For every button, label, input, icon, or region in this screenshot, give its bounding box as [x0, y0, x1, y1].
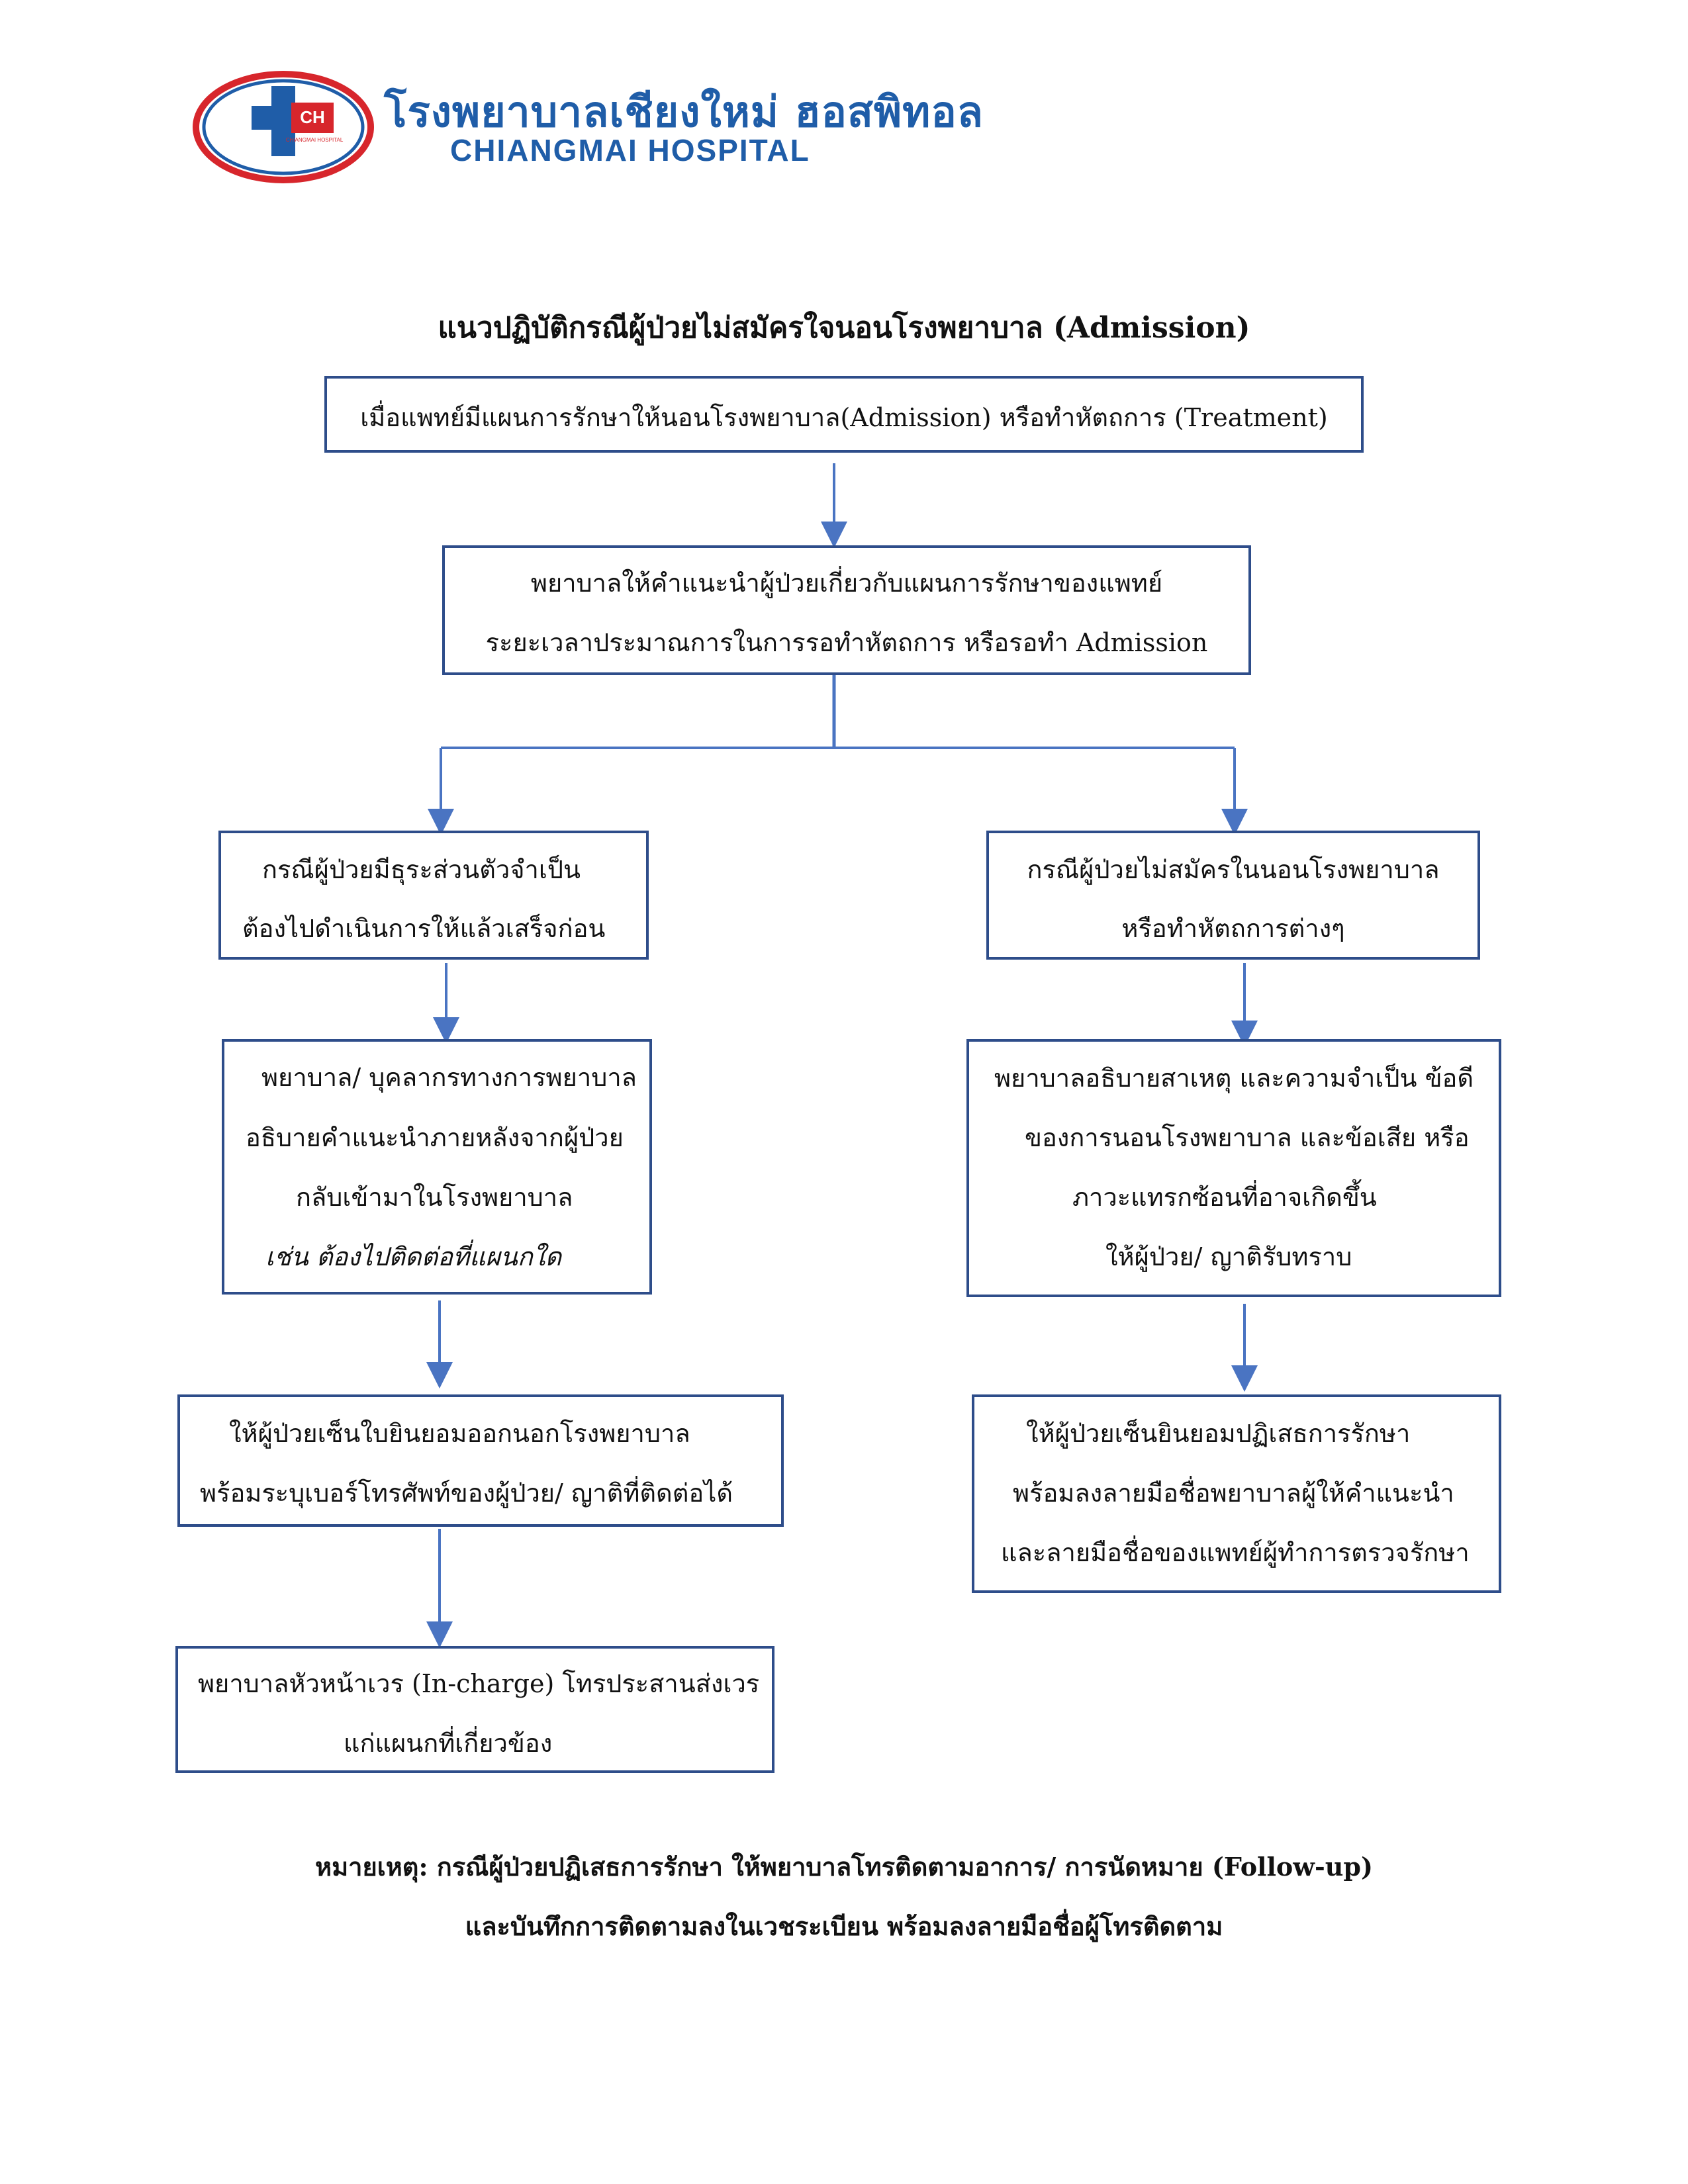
right-case-box: กรณีผู้ป่วยไม่สมัครในนอนโรงพยาบาล หรือทำ…	[986, 831, 1480, 960]
page-title: แนวปฏิบัติกรณีผู้ป่วยไม่สมัครใจนอนโรงพยา…	[438, 311, 1250, 345]
right-case-line-2: หรือทำหัตถการต่างๆ	[1121, 914, 1345, 943]
advice-line-1: พยาบาลให้คำแนะนำผู้ป่วยเกี่ยวกับแผนการรั…	[530, 569, 1163, 598]
left-case-box: กรณีผู้ป่วยมีธุระส่วนตัวจำเป็น ต้องไปดำเ…	[218, 831, 649, 960]
right-case-line-1: กรณีผู้ป่วยไม่สมัครในนอนโรงพยาบาล	[1027, 855, 1440, 884]
incharge-line-1: พยาบาลหัวหน้าเวร (In-charge) โทรประสานส่…	[198, 1669, 760, 1698]
left-explain-line-1: พยาบาล/ บุคลากรทางการพยาบาล	[261, 1063, 637, 1092]
right-explain-line-2: ของการนอนโรงพยาบาล และข้อเสีย หรือ	[1025, 1123, 1470, 1152]
incharge-box: พยาบาลหัวหน้าเวร (In-charge) โทรประสานส่…	[175, 1646, 774, 1773]
start-box: เมื่อแพทย์มีแผนการรักษาให้นอนโรงพยาบาล(A…	[324, 376, 1364, 453]
left-case-line-2: ต้องไปดำเนินการให้แล้วเสร็จก่อน	[242, 914, 606, 943]
left-case-line-1: กรณีผู้ป่วยมีธุระส่วนตัวจำเป็น	[262, 855, 581, 884]
right-explain-line-4: ให้ผู้ป่วย/ ญาติรับทราบ	[1105, 1242, 1352, 1271]
hospital-name-thai: โรงพยาบาลเชียงใหม่ ฮอสพิทอล	[384, 88, 984, 137]
right-sign-line-1: ให้ผู้ป่วยเซ็นยินยอมปฏิเสธการรักษา	[1026, 1419, 1411, 1448]
right-explain-line-3: ภาวะแทรกซ้อนที่อาจเกิดขึ้น	[1072, 1183, 1377, 1212]
left-sign-line-1: ให้ผู้ป่วยเซ็นใบยินยอมออกนอกโรงพยาบาล	[229, 1419, 690, 1448]
left-sign-box: ให้ผู้ป่วยเซ็นใบยินยอมออกนอกโรงพยาบาล พร…	[177, 1394, 784, 1527]
logo-small-text: CHIANGMAI HOSPITAL	[286, 137, 344, 143]
advice-line-2: ระยะเวลาประมาณการในการรอทำหัตถการ หรือรอ…	[485, 628, 1208, 657]
right-explain-box: พยาบาลอธิบายสาเหตุ และความจำเป็น ข้อดี ข…	[966, 1039, 1501, 1297]
note-line-2: และบันทึกการติดตามลงในเวชระเบียน พร้อมลง…	[465, 1911, 1223, 1941]
note-line-1: หมายเหตุ: กรณีผู้ป่วยปฏิเสธการรักษา ให้พ…	[315, 1852, 1373, 1882]
hospital-name-english: CHIANGMAI HOSPITAL	[450, 133, 810, 167]
right-explain-line-1: พยาบาลอธิบายสาเหตุ และความจำเป็น ข้อดี	[994, 1064, 1474, 1093]
right-sign-box: ให้ผู้ป่วยเซ็นยินยอมปฏิเสธการรักษา พร้อม…	[972, 1394, 1501, 1593]
hospital-logo: CH CHIANGMAI HOSPITAL โรงพยาบาลเชียงใหม่…	[192, 66, 983, 185]
advice-box: พยาบาลให้คำแนะนำผู้ป่วยเกี่ยวกับแผนการรั…	[442, 545, 1251, 675]
right-sign-line-3: และลายมือชื่อของแพทย์ผู้ทำการตรวจรักษา	[1001, 1538, 1470, 1567]
logo-mark: CH	[300, 107, 325, 127]
hospital-emblem-icon: CH CHIANGMAI HOSPITAL	[193, 71, 374, 183]
right-sign-line-2: พร้อมลงลายมือชื่อพยาบาลผู้ให้คำแนะนำ	[1013, 1479, 1454, 1508]
left-explain-line-2: อธิบายคำแนะนำภายหลังจากผู้ป่วย	[246, 1123, 624, 1152]
left-explain-box: พยาบาล/ บุคลากรทางการพยาบาล อธิบายคำแนะน…	[222, 1039, 652, 1295]
left-explain-line-4: เช่น ต้องไปติดต่อที่แผนกใด	[265, 1242, 562, 1271]
start-text: เมื่อแพทย์มีแผนการรักษาให้นอนโรงพยาบาล(A…	[360, 403, 1328, 432]
incharge-line-2: แก่แผนกที่เกี่ยวข้อง	[344, 1729, 553, 1758]
left-explain-line-3: กลับเข้ามาในโรงพยาบาล	[296, 1183, 573, 1212]
left-sign-line-2: พร้อมระบุเบอร์โทรศัพท์ของผู้ป่วย/ ญาติที…	[200, 1479, 733, 1508]
